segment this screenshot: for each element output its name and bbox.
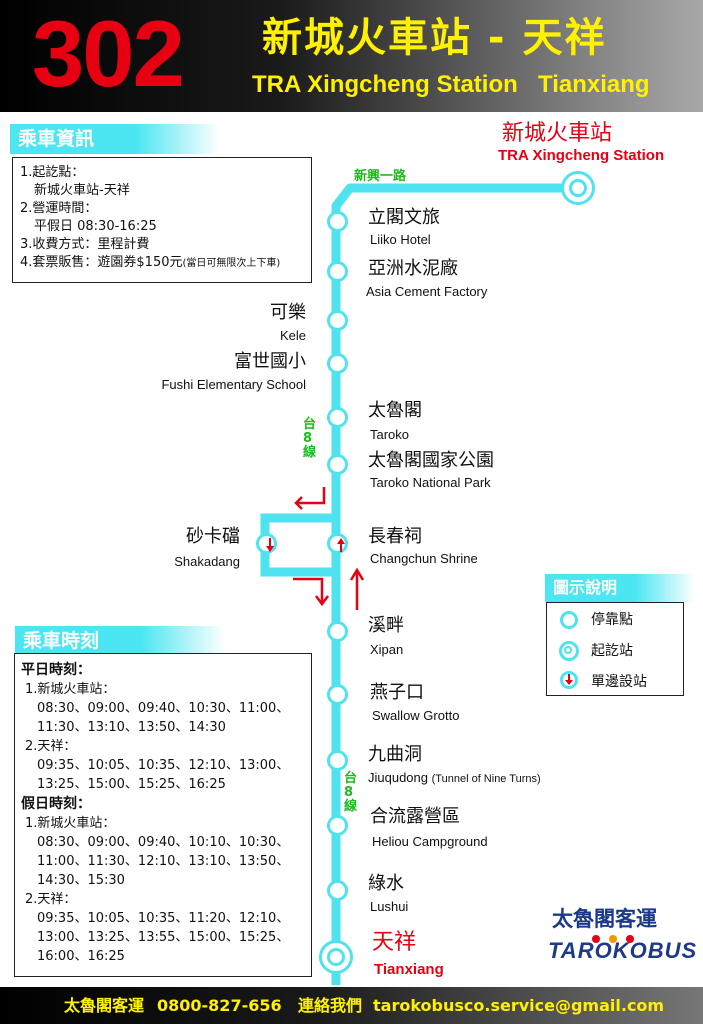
stop-name-en: Changchun Shrine (370, 551, 478, 566)
schedule-heading: 乘車時刻 (15, 626, 225, 656)
stop-icon (327, 454, 348, 475)
info-line: 平假日 08:30-16:25 (34, 219, 157, 234)
stop-name-zh: 綠水 (368, 873, 404, 894)
stop-name-zh: 溪畔 (368, 615, 404, 636)
footer-contact-label: 連絡我們 (298, 996, 363, 1015)
logo-dots-icon (592, 935, 634, 943)
brand-logo-text: TAROKOBUS (548, 938, 698, 963)
road-label-tai8-upper: 台8線 (303, 417, 317, 460)
stop-name-en: Lushui (370, 899, 409, 914)
schedule-origin-label: 2.天祥： (25, 739, 77, 754)
stop-name-en: Heliou Campground (372, 834, 488, 849)
stop-name-en: Liiko Hotel (370, 232, 431, 247)
road-label-tai8-lower: 台8線 (344, 771, 358, 814)
footer-bar: 太魯閣客運 0800-827-656 連絡我們 tarokobusco.serv… (0, 987, 703, 1024)
stop-name-zh: 太魯閣國家公園 (368, 450, 494, 471)
stop-icon (327, 815, 348, 836)
stop-name-zh: 太魯閣 (368, 400, 422, 421)
stop-name-zh: 富世國小 (234, 351, 306, 372)
stop-name-en: Taroko National Park (370, 475, 491, 490)
footer-phone[interactable]: 0800-827-656 (157, 996, 282, 1015)
stop-icon (327, 353, 348, 374)
stop-name-en: Asia Cement Factory (366, 284, 488, 299)
stop-name-zh: 九曲洞 (368, 744, 422, 765)
end-terminal-icon (319, 940, 353, 974)
stop-name-en: Shakadang (174, 554, 240, 569)
stop-icon (327, 261, 348, 282)
stop-name-en: Xipan (370, 642, 404, 657)
schedule-times: 13:00、13:25、13:55、15:00、15:25、 (37, 930, 290, 945)
up-arrow-icon (337, 538, 345, 552)
stop-icon (327, 407, 348, 428)
stop-name-en: Fushi Elementary School (161, 377, 306, 392)
stop-icon (327, 750, 348, 771)
holiday-title: 假日時刻： (21, 796, 91, 812)
stop-name-zh: 亞洲水泥廠 (368, 258, 458, 279)
schedule-times: 09:35、10:05、10:35、12:10、13:00、 (37, 758, 290, 773)
schedule-origin-label: 1.新城火車站： (25, 816, 116, 831)
stop-name-zh: 燕子口 (370, 682, 424, 703)
info-heading: 乘車資訊 (10, 124, 220, 154)
header-banner (0, 0, 703, 112)
schedule-times: 13:25、15:00、15:25、16:25 (37, 777, 226, 792)
footer-email[interactable]: tarokobusco.service@gmail.com (373, 996, 665, 1015)
stop-name-zh: 立閣文旅 (368, 207, 440, 228)
schedule-times: 08:30、09:00、09:40、10:10、10:30、 (37, 835, 290, 850)
schedule-times: 16:00、16:25 (37, 949, 125, 964)
route-title-en-end: Tianxiang (538, 71, 650, 98)
footer-company: 太魯閣客運 (64, 996, 145, 1015)
legend-box: 停靠點 起訖站 單邊設站 (546, 602, 684, 696)
start-station-zh: 新城火車站 (502, 121, 613, 146)
legend-item-one-side: 單邊設站 (591, 674, 647, 690)
stop-name-zh: 砂卡礑 (186, 526, 240, 547)
schedule-origin-label: 1.新城火車站： (25, 682, 116, 697)
start-terminal-icon (561, 171, 595, 205)
end-station-zh: 天祥 (372, 930, 417, 955)
stop-icon (327, 684, 348, 705)
legend-heading: 圖示說明 (545, 574, 695, 602)
legend-item-stop: 停靠點 (591, 612, 633, 628)
schedule-box: 平日時刻： 1.新城火車站： 08:30、09:00、09:40、10:30、1… (14, 653, 312, 977)
info-line: 2.營運時間： (20, 201, 98, 216)
stop-name-zh: 可樂 (270, 302, 306, 323)
brand-name-zh: 太魯閣客運 (552, 907, 657, 931)
info-box: 1.起訖點： 新城火車站-天祥 2.營運時間： 平假日 08:30-16:25 … (12, 157, 312, 283)
route-number: 302 (32, 1, 185, 106)
schedule-times: 11:00、11:30、12:10、13:10、13:50、 (37, 854, 290, 869)
route-title-en-start: TRA Xingcheng Station (252, 71, 518, 98)
stop-icon (327, 621, 348, 642)
down-arrow-icon (266, 538, 274, 552)
road-label-xinxing: 新興一路 (354, 169, 407, 184)
info-line: 1.起訖點： (20, 165, 85, 180)
schedule-times: 08:30、09:00、09:40、10:30、11:00、 (37, 701, 290, 716)
info-line: 3.收費方式：里程計費 (20, 237, 150, 252)
stop-icon (560, 611, 578, 629)
stop-name-en: Swallow Grotto (372, 708, 460, 723)
stop-name-en: Taroko (370, 427, 410, 442)
stop-icon (327, 211, 348, 232)
terminal-icon (559, 641, 579, 661)
stop-icon (327, 310, 348, 331)
route-title-zh: 新城火車站 - 天祥 (262, 15, 607, 61)
stop-icon (327, 880, 348, 901)
schedule-times: 14:30、15:30 (37, 873, 125, 888)
info-line: 4.套票販售：遊園券$150元(當日可無限次上下車) (20, 255, 281, 270)
start-station-en: TRA Xingcheng Station (498, 147, 665, 164)
schedule-times: 11:30、13:10、13:50、14:30 (37, 720, 226, 735)
down-arrow-icon (565, 674, 573, 685)
stop-name-zh: 合流露營區 (370, 806, 460, 827)
info-line: 新城火車站-天祥 (34, 183, 130, 198)
stop-name-zh: 長春祠 (368, 526, 422, 547)
legend-item-terminal: 起訖站 (591, 643, 633, 659)
schedule-times: 09:35、10:05、10:35、11:20、12:10、 (37, 911, 290, 926)
weekday-title: 平日時刻： (21, 662, 91, 678)
stop-name-en: Jiuqudong (Tunnel of Nine Turns) (368, 770, 541, 785)
schedule-origin-label: 2.天祥： (25, 892, 77, 907)
stop-name-en: Kele (279, 328, 306, 343)
end-station-en: Tianxiang (374, 961, 444, 978)
